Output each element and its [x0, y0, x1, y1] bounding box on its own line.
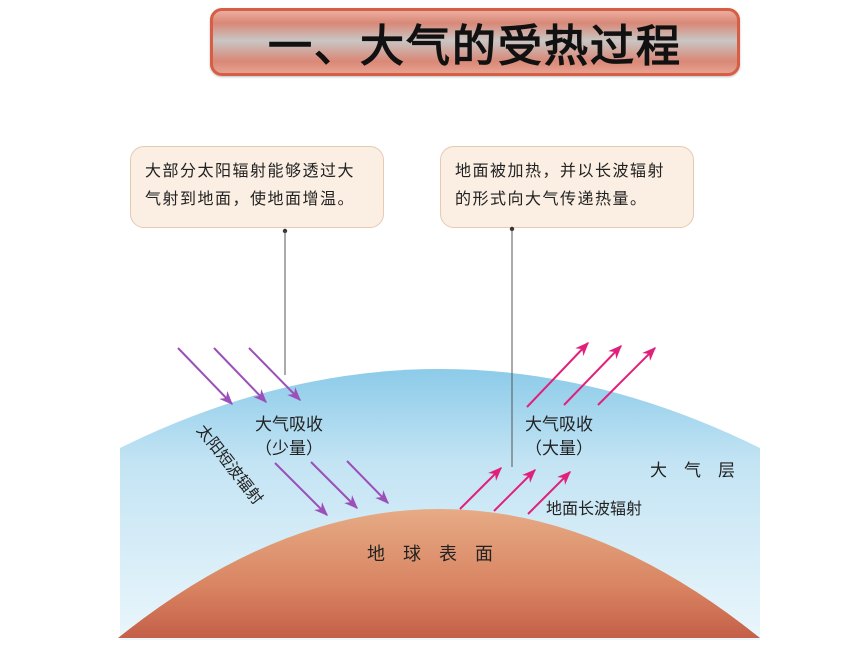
callout-right-line-2: 的形式向大气传递热量。: [455, 189, 648, 208]
absorb-left-label-2: （少量）: [255, 439, 323, 459]
ground-arrow: [597, 347, 656, 406]
absorb-right-label-2: （大量）: [525, 439, 593, 459]
ground-arrow: [493, 469, 536, 512]
callout-right-line-1: 地面被加热，并以长波辐射: [455, 161, 666, 180]
callout-left-line-2: 气射到地面，使地面增温。: [145, 189, 356, 208]
solar-arrow: [213, 347, 267, 404]
callout-left-line-1: 大部分太阳辐射能够透过大: [145, 161, 356, 180]
ground-arrow: [459, 467, 502, 510]
solar-radiation-arrows: [177, 347, 389, 516]
absorb-right-label-1: 大气吸收: [525, 415, 593, 435]
earth-surface: [118, 509, 760, 638]
solar-arrow: [274, 462, 328, 516]
ground-radiation-label: 地面长波辐射: [546, 499, 642, 518]
callout-leader-lines: [282, 226, 515, 467]
earth-surface-label: 地 球 表 面: [367, 544, 493, 565]
ground-arrow: [527, 471, 571, 515]
page-title: 一、大气的受热过程: [268, 21, 682, 72]
solar-arrow: [310, 461, 358, 509]
absorb-left-label-1: 大气吸收: [255, 415, 323, 435]
callout-solar-penetration: 大部分太阳辐射能够透过大 气射到地面，使地面增温。: [130, 146, 384, 228]
ground-radiation-arrows: [459, 341, 656, 515]
ground-arrow: [563, 344, 622, 406]
atmosphere-label: 大 气 层: [650, 461, 735, 481]
callout-ground-heating: 地面被加热，并以长波辐射 的形式向大气传递热量。: [440, 146, 694, 228]
solar-arrow: [248, 347, 301, 401]
title-banner: 一、大气的受热过程: [210, 8, 740, 76]
solar-arrow: [177, 347, 233, 406]
solar-arrow: [346, 460, 389, 505]
ground-arrow: [526, 341, 589, 408]
